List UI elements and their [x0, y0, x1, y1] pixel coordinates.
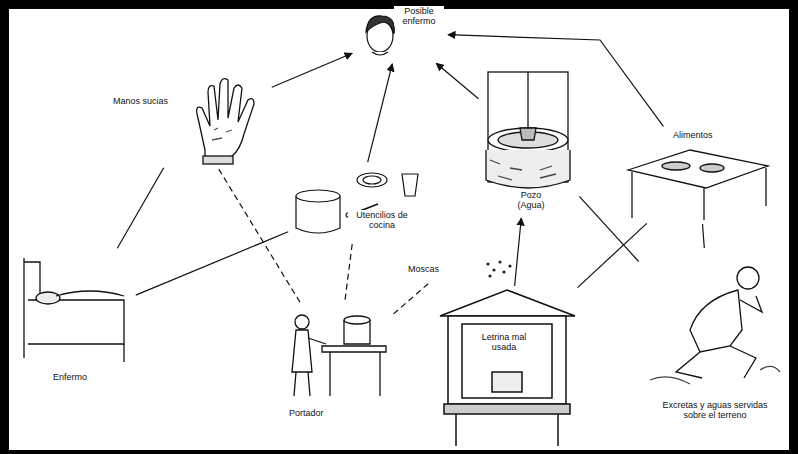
figure-node: Enfermo	[18, 250, 134, 390]
node-label: Letrina mal usada	[468, 332, 540, 352]
transmission-line	[579, 196, 638, 261]
node-label: Enfermo	[52, 372, 88, 382]
figure-node: Manos sucias	[110, 78, 270, 166]
transmission-line	[515, 218, 522, 286]
figure-node: Letrina mal usada	[440, 288, 576, 416]
node-label: Posible enfermo	[394, 6, 444, 26]
transmission-line	[448, 35, 663, 127]
node-label: Alimentos	[672, 130, 714, 140]
figure-node: Moscas	[405, 258, 483, 282]
transmission-line	[218, 168, 300, 303]
node-label: Utencilios de cocina	[348, 210, 416, 230]
transmission-line	[394, 283, 429, 314]
figure-node: Pozo (Agua)	[480, 66, 578, 216]
transmission-line	[436, 63, 478, 98]
node-label: Portador	[288, 408, 325, 418]
node-label: Moscas	[407, 264, 440, 274]
transmission-line	[272, 53, 352, 87]
transmission-line	[368, 64, 393, 162]
transmission-line	[345, 244, 352, 302]
figure-node: Portador	[282, 304, 392, 422]
node-label: Pozo (Agua)	[508, 190, 554, 210]
figure-node: Utencilios de cocina	[290, 164, 425, 242]
figure-node: Excretas y aguas servidas sobre el terre…	[640, 250, 782, 432]
transmission-line	[136, 232, 288, 295]
transmission-line	[703, 224, 705, 248]
figure-node: Alimentos	[624, 128, 774, 222]
node-label: Excretas y aguas servidas sobre el terre…	[654, 400, 776, 420]
figure-node: Posible enfermo	[354, 4, 446, 62]
transmission-line	[117, 168, 163, 249]
node-label: Manos sucias	[112, 96, 169, 106]
